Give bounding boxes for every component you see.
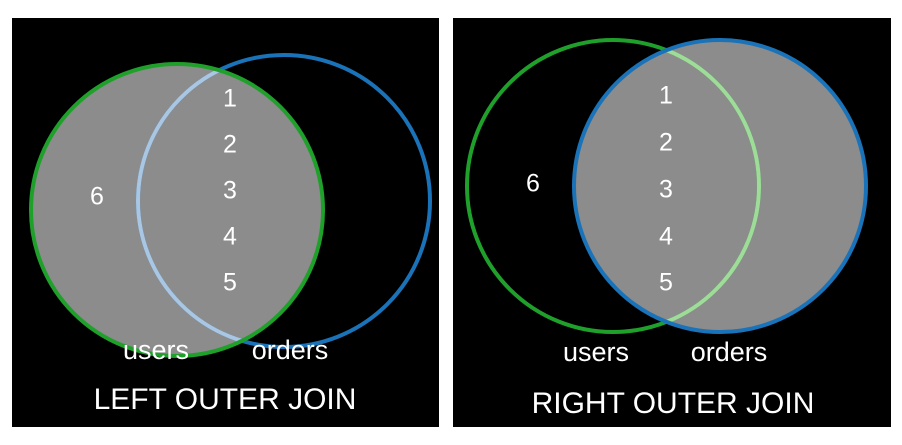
diagram-title: LEFT OUTER JOIN — [94, 383, 357, 416]
users-set-fill — [31, 64, 323, 356]
intersection-value: 2 — [659, 129, 673, 157]
intersection-value: 1 — [659, 82, 673, 110]
intersection-value: 3 — [223, 177, 237, 205]
left-join-venn-diagram: 6 1 2 3 4 5 users orders LEFT OUTER JOIN — [29, 53, 432, 416]
intersection-value: 1 — [223, 85, 237, 113]
left-only-value: 6 — [90, 183, 104, 211]
users-label: users — [563, 337, 629, 367]
orders-set-fill — [574, 40, 866, 332]
intersection-value: 5 — [223, 269, 237, 297]
intersection-value: 2 — [223, 131, 237, 159]
right-outer-join-panel: 6 1 2 3 4 5 users orders RIGHT OUTER JOI… — [453, 18, 891, 427]
orders-circle — [572, 38, 868, 334]
users-circle — [29, 62, 325, 358]
users-label: users — [123, 335, 189, 365]
diagram-title: RIGHT OUTER JOIN — [532, 387, 815, 420]
intersection-value: 3 — [659, 176, 673, 204]
left-outer-join-panel: 6 1 2 3 4 5 users orders LEFT OUTER JOIN — [12, 18, 439, 427]
intersection-value: 4 — [659, 223, 673, 251]
orders-label: orders — [691, 337, 768, 367]
intersection-value: 4 — [223, 223, 237, 251]
orders-label: orders — [252, 335, 329, 365]
right-join-venn-diagram: 6 1 2 3 4 5 users orders RIGHT OUTER JOI… — [465, 38, 868, 420]
users-overlap-edge — [574, 40, 761, 332]
left-only-value: 6 — [526, 170, 540, 198]
intersection-value: 5 — [659, 269, 673, 297]
